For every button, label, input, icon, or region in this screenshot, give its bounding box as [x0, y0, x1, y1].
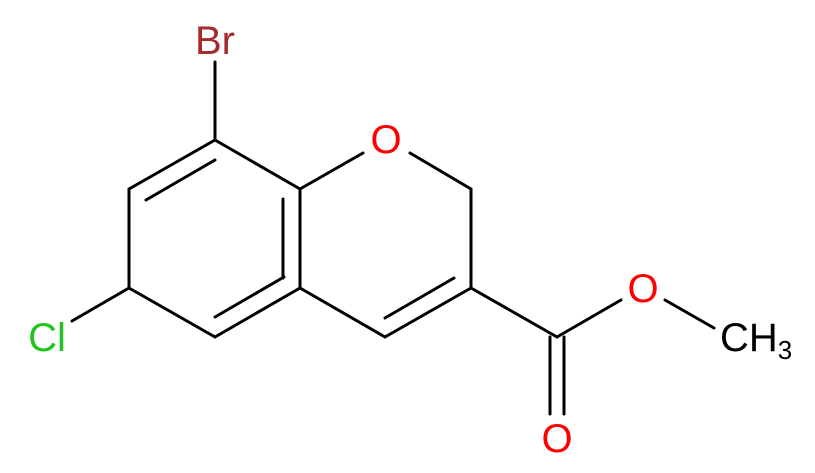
bond-c5-c4a	[213, 286, 302, 339]
bond-oester-methyl	[663, 298, 716, 330]
bond-c8-c7	[127, 138, 217, 191]
bond-c4-c4a	[298, 286, 387, 339]
atom-label-chlorine: Cl	[28, 316, 66, 360]
atom-label-ring-oxygen: O	[370, 118, 401, 162]
bond-ccarbonyl-oester	[555, 298, 623, 339]
bond-c5-c4a-inner	[213, 275, 286, 319]
bond-c3-c4	[383, 286, 473, 339]
bond-c8-c8a	[213, 138, 302, 191]
methyl-symbol: CH	[720, 316, 778, 360]
substituents	[70, 60, 716, 416]
bond-c8a-o1	[298, 151, 365, 191]
bond-c8-c7-inner	[144, 158, 217, 202]
methyl-subscript: 3	[778, 335, 792, 365]
bond-c3-ccarbonyl	[469, 286, 559, 339]
atom-label-carbonyl-oxygen: O	[541, 417, 572, 461]
atom-label-bromine: Br	[195, 19, 235, 63]
atom-label-ester-oxygen: O	[627, 267, 658, 311]
bond-c3-c4-inner	[383, 276, 456, 320]
benzene-ring	[127, 138, 302, 339]
atom-label-methyl: CH3	[720, 316, 792, 365]
bond-c6-c5	[127, 286, 217, 339]
bond-c6-cl	[70, 286, 131, 323]
pyran-ring	[298, 151, 473, 339]
bond-o1-c2	[408, 151, 473, 191]
